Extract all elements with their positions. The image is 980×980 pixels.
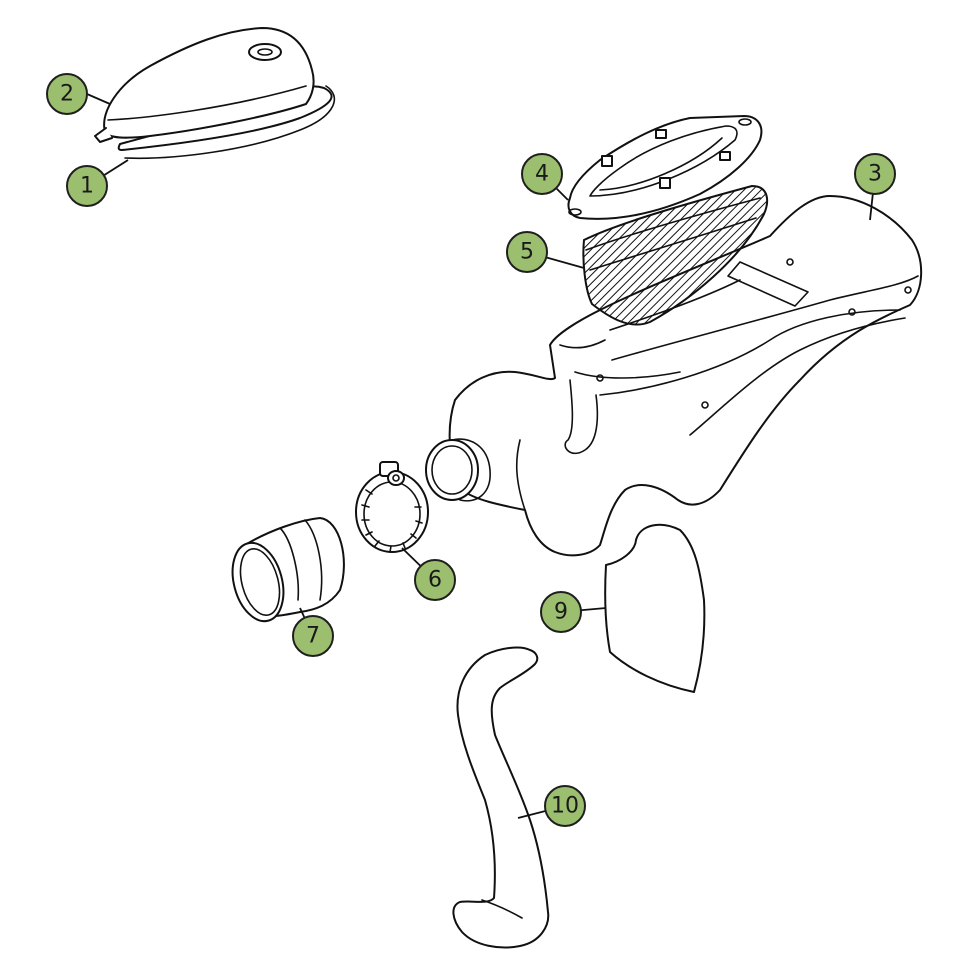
callout-10-label: 10 — [551, 794, 579, 819]
callout-4-label: 4 — [535, 162, 549, 187]
callout-9-label: 9 — [554, 600, 568, 625]
callout-2-label: 2 — [60, 82, 74, 107]
hose-clamp-part — [355, 461, 429, 553]
callout-1: 1 — [66, 165, 108, 207]
side-plate-part — [604, 523, 706, 693]
callout-7: 7 — [292, 615, 334, 657]
callout-1-label: 1 — [80, 174, 94, 199]
callout-9: 9 — [540, 591, 582, 633]
callout-3-label: 3 — [868, 162, 882, 187]
callout-6: 6 — [414, 559, 456, 601]
cover-lid-part — [94, 27, 315, 143]
callout-5: 5 — [506, 231, 548, 273]
callout-3: 3 — [854, 153, 896, 195]
callout-2: 2 — [46, 73, 88, 115]
callout-badges: 1 2 3 4 5 6 7 9 — [46, 73, 896, 827]
air-filter-element-part — [582, 184, 769, 326]
callout-6-label: 6 — [428, 568, 442, 593]
callout-7-label: 7 — [306, 624, 320, 649]
callout-4: 4 — [521, 153, 563, 195]
callout-10: 10 — [544, 785, 586, 827]
airbox-housing-part — [425, 195, 923, 557]
leader-2 — [86, 93, 111, 105]
drain-hose-part — [452, 646, 550, 949]
filter-frame-part — [567, 115, 763, 220]
callout-5-label: 5 — [520, 240, 534, 265]
intake-boot-part — [231, 517, 345, 623]
